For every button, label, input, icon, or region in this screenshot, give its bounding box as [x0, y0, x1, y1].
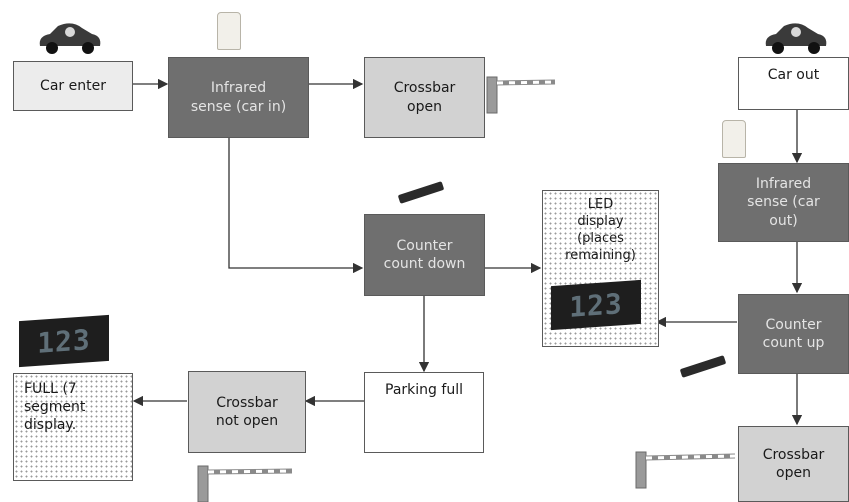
node-car-enter-label: Car enter: [40, 77, 106, 95]
node-full-display-label: FULL (7 segment display.: [24, 380, 85, 435]
led-seven-segment-value: 123: [569, 287, 623, 324]
node-infrared-out-label: Infrared sense (car out): [747, 175, 820, 230]
node-counter-down-label: Counter count down: [384, 237, 466, 273]
full-seven-segment-value: 123: [37, 323, 91, 360]
node-counter-up: Counter count up: [738, 294, 849, 374]
car-icon-out: [766, 23, 827, 54]
node-full-display: FULL (7 segment display.: [13, 373, 133, 481]
infrared-sensor-icon-out: [722, 120, 746, 158]
led-seven-segment-display: 123: [551, 280, 641, 330]
node-crossbar-open-bottom: Crossbar open: [738, 426, 849, 502]
node-counter-down: Counter count down: [364, 214, 485, 296]
node-parking-full: Parking full: [364, 372, 484, 453]
node-parking-full-label: Parking full: [385, 381, 463, 399]
node-led-display-label: LED display (places remaining): [565, 197, 636, 265]
barrier-icon-top: [487, 77, 555, 113]
node-infrared-in: Infrared sense (car in): [168, 57, 309, 138]
node-car-out: Car out: [738, 57, 849, 110]
node-crossbar-not-open: Crossbar not open: [188, 371, 306, 453]
arrow-infrared-to-counter-down: [229, 138, 362, 268]
node-crossbar-open-top-label: Crossbar open: [394, 79, 456, 115]
infrared-sensor-icon-in: [217, 12, 241, 50]
node-car-enter: Car enter: [13, 61, 133, 111]
node-car-out-label: Car out: [768, 66, 820, 84]
node-counter-up-label: Counter count up: [763, 316, 825, 352]
node-infrared-in-label: Infrared sense (car in): [191, 79, 286, 115]
full-seven-segment-display: 123: [19, 315, 109, 367]
node-infrared-out: Infrared sense (car out): [718, 163, 849, 242]
node-crossbar-open-top: Crossbar open: [364, 57, 485, 138]
node-crossbar-not-open-label: Crossbar not open: [216, 394, 278, 430]
barrier-icon-bottom-left: [198, 466, 292, 502]
car-icon-enter: [40, 23, 101, 54]
node-crossbar-open-bottom-label: Crossbar open: [763, 446, 825, 482]
barrier-icon-bottom-right: [636, 452, 735, 488]
